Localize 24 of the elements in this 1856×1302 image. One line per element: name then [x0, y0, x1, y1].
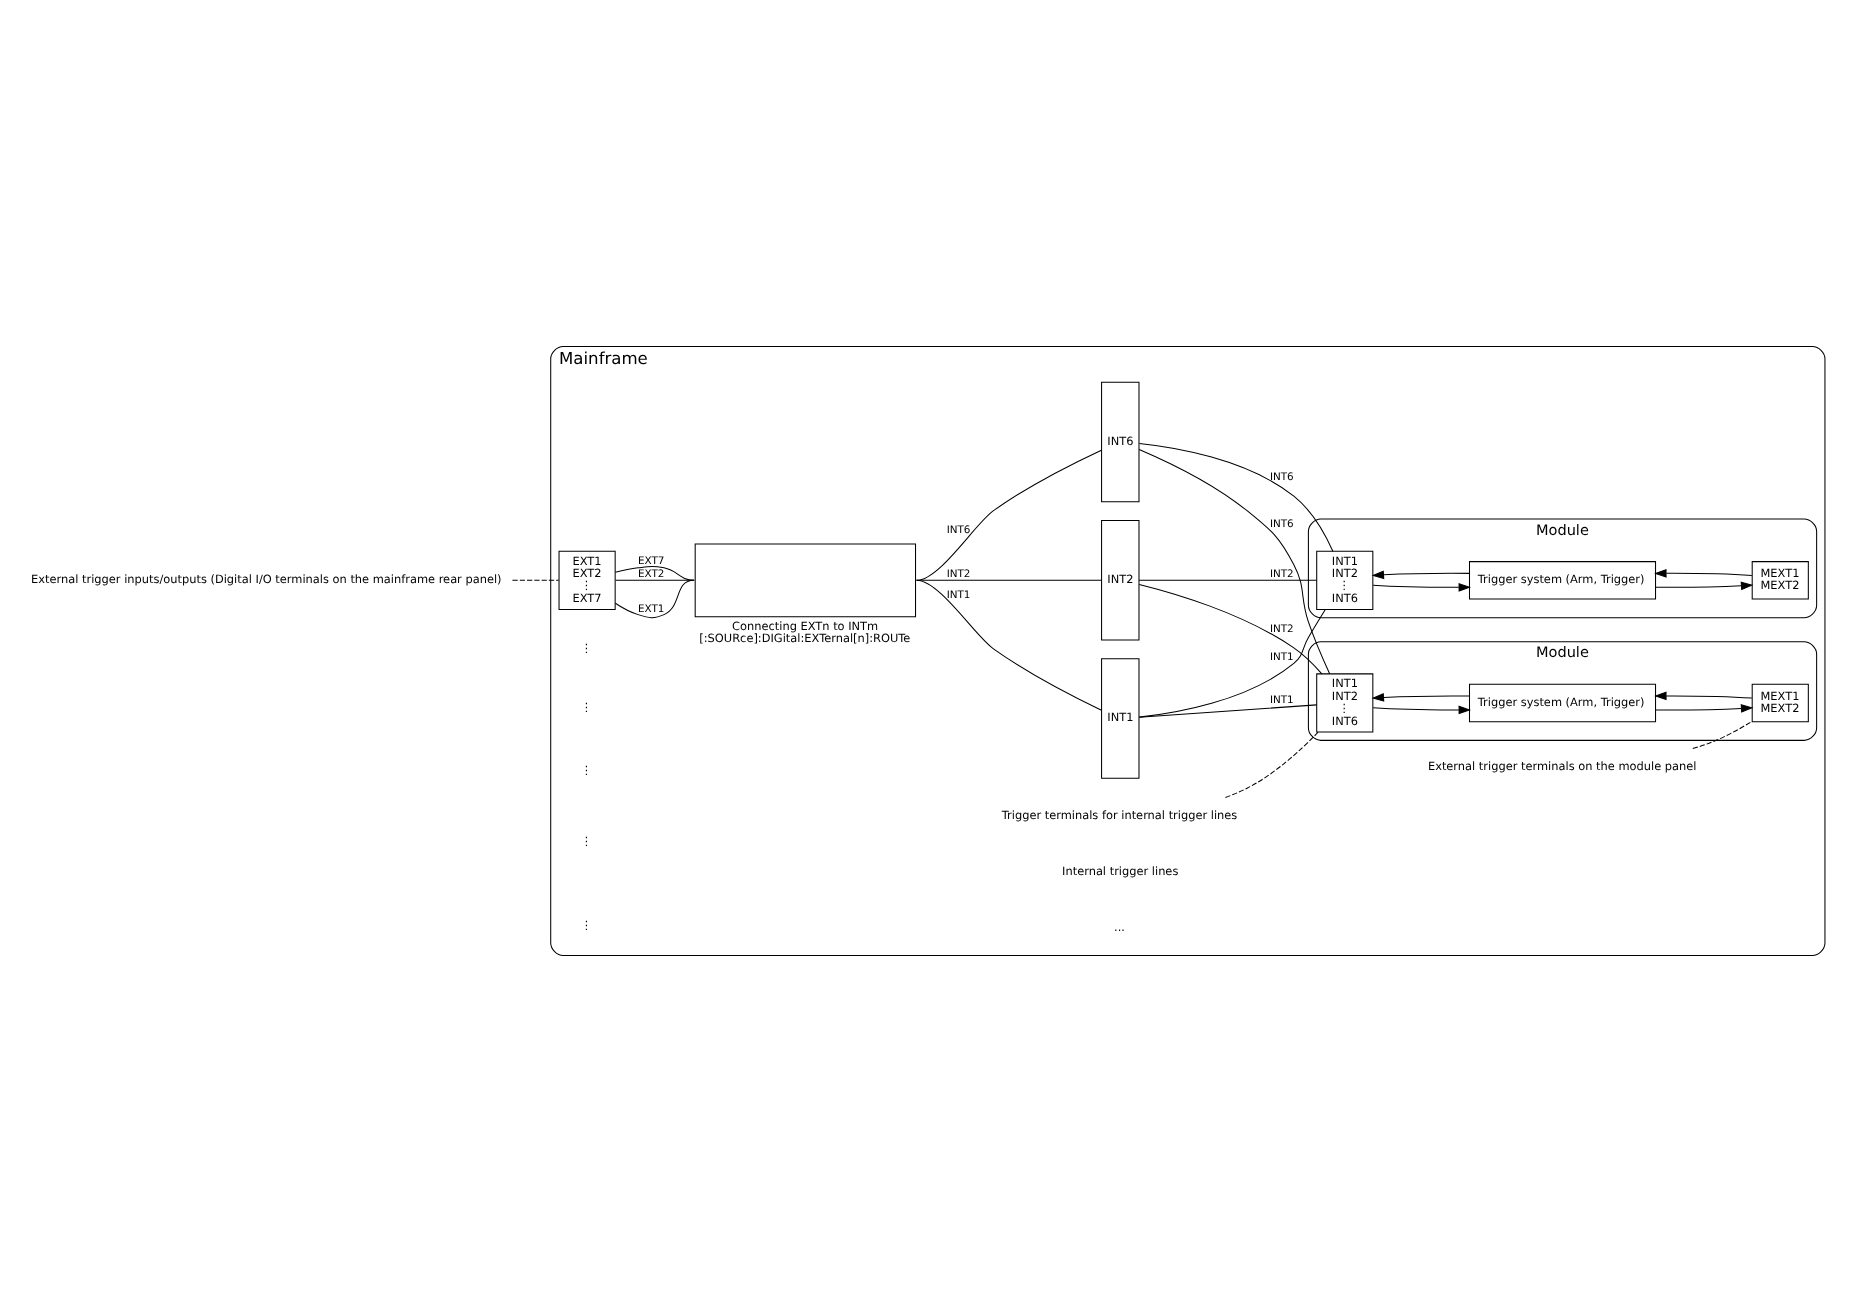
connector [916, 579, 1102, 711]
arrow [1371, 570, 1470, 580]
arrow [1371, 693, 1470, 702]
connector [916, 579, 1102, 581]
connector [916, 449, 1102, 581]
connector [1138, 583, 1323, 675]
arrow [1655, 704, 1754, 713]
connector [1138, 579, 1318, 581]
arrow [1372, 705, 1472, 715]
arrow [1654, 568, 1753, 578]
connector [615, 579, 695, 581]
connector [614, 579, 695, 619]
connector [1692, 720, 1753, 750]
node-box [694, 543, 917, 618]
connector [1138, 704, 1318, 718]
arrow [1372, 582, 1472, 592]
arrow [1654, 691, 1753, 701]
arrow [1655, 581, 1754, 591]
connector [1138, 443, 1334, 552]
connector [1138, 448, 1331, 675]
connector [1224, 731, 1319, 798]
connector [614, 565, 695, 581]
connector [1138, 609, 1326, 718]
connector [511, 579, 560, 581]
